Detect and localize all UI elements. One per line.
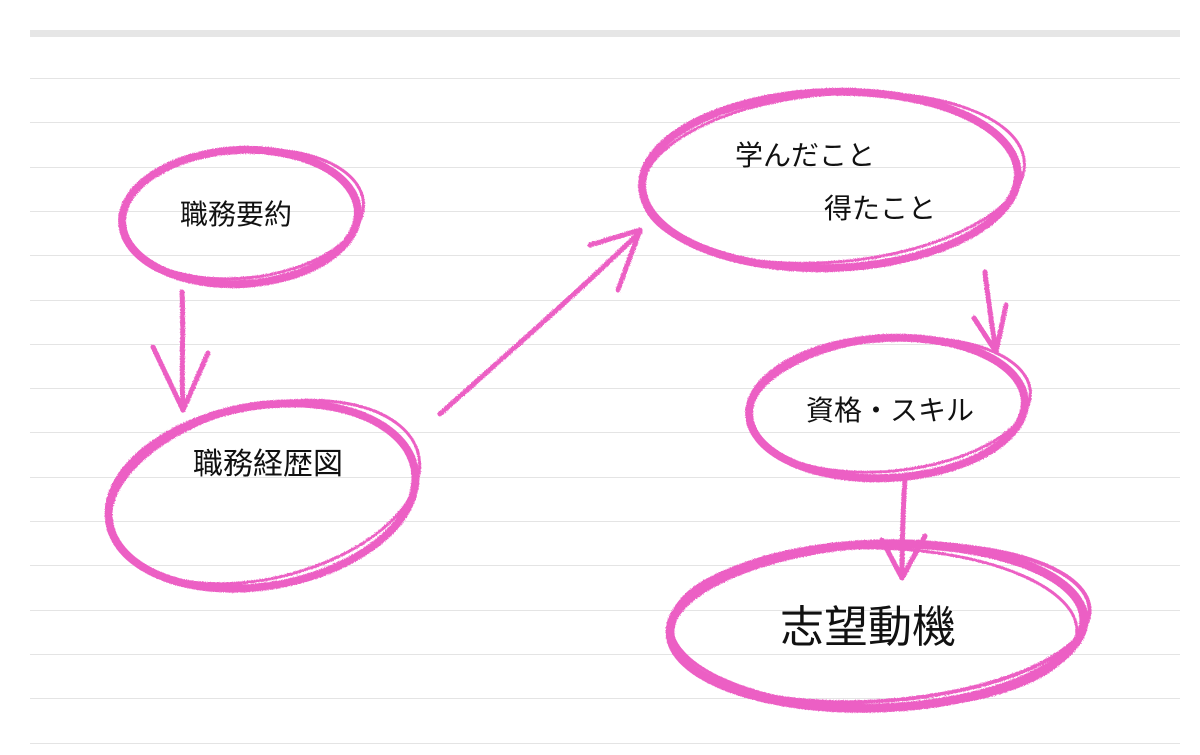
node-label-shokumu-keirekizu: 職務経歴図	[193, 447, 343, 482]
ruled-line	[30, 521, 1180, 522]
node-label-manabi-line1: 学んだこと	[735, 139, 875, 172]
top-margin-bar	[30, 30, 1180, 37]
ruled-line	[30, 743, 1180, 744]
ruled-line	[30, 300, 1180, 301]
arrow-manabi-to-shikaku	[971, 269, 1009, 355]
node-outline-second-pass	[108, 398, 422, 586]
ruled-line	[30, 388, 1180, 389]
node-outline-second-pass	[668, 541, 1092, 705]
node-label-shikaku: 資格・スキル	[806, 394, 974, 427]
ruled-line	[30, 78, 1180, 79]
ruled-line	[30, 477, 1180, 478]
ruled-line	[30, 698, 1180, 699]
ruled-line	[30, 255, 1180, 256]
node-outline-second-pass	[120, 147, 366, 281]
node-label-manabi-line2: 得たこと	[824, 192, 936, 225]
ruled-line	[30, 432, 1180, 433]
ruled-line	[30, 344, 1180, 345]
ruled-line	[30, 565, 1180, 566]
node-outline-second-pass	[640, 91, 1026, 265]
ruled-line	[30, 211, 1180, 212]
node-shokumu-keirekizu: 職務経歴図	[104, 398, 422, 593]
arrow-youyaku-to-keirekizu	[150, 289, 211, 413]
arrow-keirekizu-to-manabi	[437, 227, 643, 417]
ruled-line	[30, 654, 1180, 655]
node-shokumu-youyaku: 職務要約	[118, 145, 366, 289]
ruled-line	[30, 122, 1180, 123]
ruled-line	[30, 610, 1180, 611]
node-shikaku: 資格・スキル	[745, 333, 1032, 483]
node-label-shibou-douki: 志望動機	[780, 602, 956, 653]
node-shibou-douki: 志望動機	[665, 539, 1092, 713]
node-manabi: 学んだこと 得たこと	[638, 87, 1026, 273]
node-outline-third-pass	[669, 546, 1079, 710]
node-outline	[104, 399, 420, 593]
arrow-shikaku-to-shibou	[879, 475, 928, 581]
node-label-shokumu-youyaku: 職務要約	[180, 198, 292, 231]
ruled-line	[30, 167, 1180, 168]
node-outline-second-pass	[748, 336, 1032, 474]
